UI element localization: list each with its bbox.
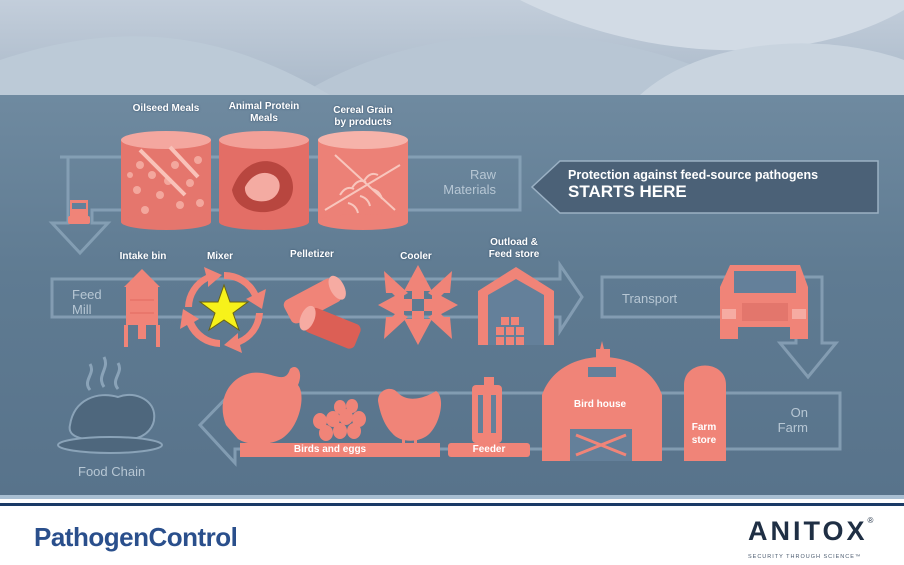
oilseed-meals-cylinder (121, 131, 211, 230)
outload-label: Outload & Feed store (478, 237, 550, 261)
farm-store-line1: Farm (691, 422, 717, 433)
banner-pattern (0, 0, 904, 95)
animal-protein-label: Animal Protein Meals (214, 101, 314, 125)
small-truck-icon (68, 200, 90, 224)
raw-line: Raw (469, 167, 496, 182)
feeder-label: Feeder (472, 444, 506, 455)
top-banner (0, 0, 904, 95)
footer-rule-dark (0, 503, 904, 506)
callout-box (530, 160, 879, 214)
raw-materials-band (48, 155, 522, 256)
chicken-icon (378, 388, 442, 451)
process-diagram: Oilseed Meals Animal Protein Meals Cerea… (0, 95, 904, 495)
cooler-icon (378, 265, 458, 345)
raw-materials-stage-label: Raw Materials (440, 167, 496, 197)
feed-store-icon (478, 267, 554, 345)
farm-store-line2: store (691, 435, 717, 446)
anitox-wordmark: ANITOX (748, 516, 868, 546)
anitox-logo: ANITOX® SECURITY THROUGH SCIENCE™ (748, 516, 880, 563)
farm-line: Farm (777, 420, 808, 435)
outload-line1: Outload & (490, 237, 538, 248)
mill-line: Mill (72, 302, 92, 317)
callout-line1: Protection against feed-source pathogens (568, 168, 819, 182)
cereal-grain-label-line1: Cereal Grain (333, 105, 393, 116)
eggs-icon (313, 399, 366, 441)
outload-line2: Feed store (488, 249, 540, 260)
birds-and-eggs-label: Birds and eggs (293, 444, 367, 455)
registered-mark: ® (867, 516, 874, 525)
animal-protein-cylinder (219, 131, 309, 230)
bird-house-icon (542, 341, 662, 461)
transport-band (600, 275, 840, 380)
cereal-grain-cylinder (318, 131, 408, 230)
transport-label: Transport (622, 291, 678, 306)
birds-eggs-bar (240, 443, 440, 457)
footer-rule-light (0, 495, 904, 499)
cereal-grain-label-line2: by products (334, 117, 392, 128)
intake-bin-label: Intake bin (119, 251, 167, 262)
star-icon (198, 283, 250, 332)
pelletizer-label: Pelletizer (290, 249, 334, 260)
pathogen-control-logo: PathogenControl (34, 522, 238, 552)
feeder-icon (448, 377, 530, 457)
intake-bin-icon (124, 269, 160, 347)
bird-house-label: Bird house (573, 399, 627, 410)
mixer-label: Mixer (206, 251, 234, 262)
animal-protein-label-line2: Meals (250, 113, 278, 124)
mixer-icon (180, 267, 266, 353)
farm-store-icon (684, 365, 726, 461)
roast-chicken-icon (57, 356, 163, 454)
diagram-graphics (48, 131, 879, 467)
callout-text: Protection against feed-source pathogens… (568, 168, 873, 202)
truck-icon (720, 265, 808, 339)
on-farm-stage-label: On Farm (768, 405, 808, 435)
feed-mill-stage-label: Feed Mill (72, 287, 132, 317)
on-line: On (790, 405, 808, 420)
callout-line2: STARTS HERE (568, 182, 687, 201)
food-chain-label: Food Chain (78, 464, 146, 479)
trademark-mark: ™ (854, 554, 862, 560)
farm-store-label: Farm store (682, 421, 726, 447)
turkey-icon (222, 366, 302, 453)
pelletizer-icon (283, 275, 361, 349)
cooler-label: Cooler (400, 251, 432, 262)
animal-protein-label-line1: Animal Protein (228, 101, 300, 112)
cereal-grain-label: Cereal Grain by products (313, 105, 413, 129)
feed-line: Feed (72, 287, 102, 302)
materials-line: Materials (443, 182, 496, 197)
oilseed-meals-label: Oilseed Meals (132, 103, 200, 114)
anitox-tagline: SECURITY THROUGH SCIENCE (748, 554, 855, 560)
